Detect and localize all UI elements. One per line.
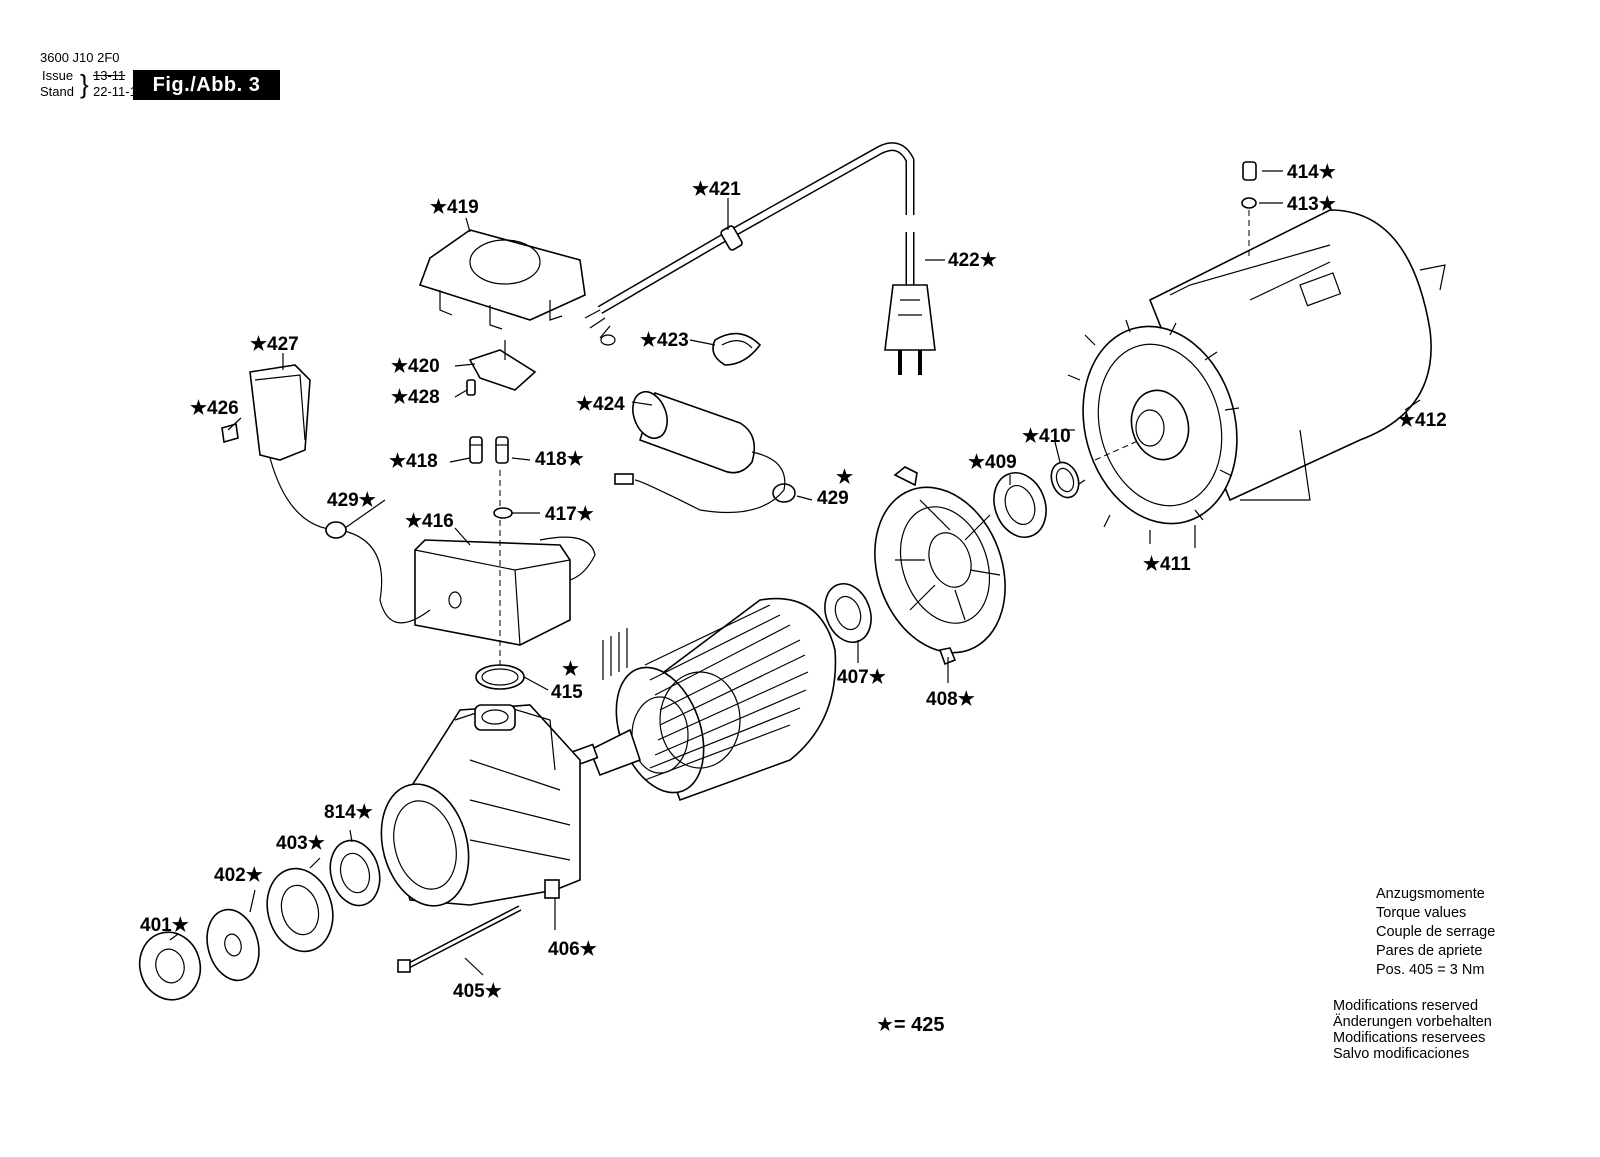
nut-part-401 xyxy=(138,931,202,1001)
label-423: ★423 xyxy=(640,330,689,351)
seal-part-409 xyxy=(993,472,1047,538)
modifications-note-line: Salvo modificaciones xyxy=(1333,1046,1470,1062)
torque-note: Anzugsmomente Torque values Couple de se… xyxy=(1376,885,1495,980)
label-410: ★410 xyxy=(1022,426,1071,447)
board-part-420 xyxy=(468,340,537,391)
label-408: 408★ xyxy=(926,689,975,710)
label-426: ★426 xyxy=(190,398,239,419)
cable-clip-part-423 xyxy=(712,332,762,366)
label-418a: ★418 xyxy=(389,451,438,472)
modifications-note-line: Modifications reservees xyxy=(1333,1030,1486,1046)
washer-part-417 xyxy=(493,507,513,519)
label-427: ★427 xyxy=(250,334,299,355)
issue-value: 13-11 xyxy=(93,68,126,83)
grommet-part-429a xyxy=(325,521,347,539)
label-401: 401★ xyxy=(140,915,189,936)
torque-note-line: Pos. 405 = 3 Nm xyxy=(1376,962,1485,978)
torque-note-line: Pares de apriete xyxy=(1376,943,1483,959)
screw-part-414 xyxy=(1242,161,1283,181)
gasket-part-415 xyxy=(475,664,525,690)
label-411: ★411 xyxy=(1143,554,1191,575)
label-416: ★416 xyxy=(405,511,454,532)
impeller-part-402 xyxy=(206,908,260,982)
label-424: ★424 xyxy=(576,394,625,415)
modifications-note-line: Änderungen vorbehalten xyxy=(1333,1014,1492,1030)
label-413: 413★ xyxy=(1287,194,1336,215)
leader-lines xyxy=(169,198,1421,976)
clip-part-426 xyxy=(221,422,239,444)
label-407: 407★ xyxy=(837,667,886,688)
rotor-armature xyxy=(570,597,837,802)
label-412: ★412 xyxy=(1398,410,1447,431)
capacitor-part-424 xyxy=(614,390,786,513)
end-shield-part-408 xyxy=(874,466,1006,666)
figure-label: Fig./Abb. 3 xyxy=(133,70,280,100)
label-406: 406★ xyxy=(548,939,597,960)
ring-part-410 xyxy=(1050,461,1080,499)
issue-label: Issue xyxy=(42,68,74,83)
tie-rod-part-405 xyxy=(397,905,522,973)
label-429a: 429★ xyxy=(327,490,376,511)
cover-part-419 xyxy=(418,229,586,330)
pump-housing xyxy=(380,704,581,907)
stand-value: 22-11-18 xyxy=(93,84,145,99)
screw-part-418b xyxy=(495,436,509,464)
label-402: 402★ xyxy=(214,865,263,886)
document-number: 3600 J10 2F0 xyxy=(40,50,120,65)
label-403: 403★ xyxy=(276,833,325,854)
label-409: ★409 xyxy=(968,452,1017,473)
washer-part-413 xyxy=(1241,197,1283,260)
power-cord-part-421 xyxy=(584,142,915,346)
modifications-note: Modifications reserved Änderungen vorbeh… xyxy=(1333,998,1492,1062)
label-418b: 418★ xyxy=(535,449,584,470)
label-415-star: ★ xyxy=(562,659,579,680)
modifications-note-line: Modifications reserved xyxy=(1333,998,1479,1014)
stand-label: Stand xyxy=(40,84,74,99)
terminal-box-part-416 xyxy=(414,470,596,690)
plug-part-422 xyxy=(884,232,936,375)
label-429b-star: ★ xyxy=(836,467,853,488)
label-417: 417★ xyxy=(545,504,594,525)
torque-note-line: Anzugsmomente xyxy=(1376,886,1485,902)
label-415: 415 xyxy=(551,682,583,703)
torque-note-line: Torque values xyxy=(1376,905,1467,921)
label-420: ★420 xyxy=(391,356,440,377)
issue-stand-brace: } xyxy=(80,69,89,99)
label-429b: 429 xyxy=(817,488,849,509)
label-421: ★421 xyxy=(692,179,741,200)
switch-part-427 xyxy=(249,364,431,624)
screw-part-418a xyxy=(469,436,483,464)
torque-note-line: Couple de serrage xyxy=(1376,924,1496,940)
screw-part-428 xyxy=(466,379,476,396)
label-419: ★419 xyxy=(430,197,479,218)
label-414: 414★ xyxy=(1287,162,1336,183)
label-405: 405★ xyxy=(453,981,502,1002)
label-422: 422★ xyxy=(948,250,997,271)
grommet-part-429b xyxy=(772,483,796,503)
label-428: ★428 xyxy=(391,387,440,408)
seal-part-814 xyxy=(329,839,381,907)
label-814: 814★ xyxy=(324,802,373,823)
fan-cover-part-411 xyxy=(1061,319,1240,544)
bearing-part-403 xyxy=(266,867,334,953)
star-legend: ★= 425 xyxy=(876,1014,945,1036)
